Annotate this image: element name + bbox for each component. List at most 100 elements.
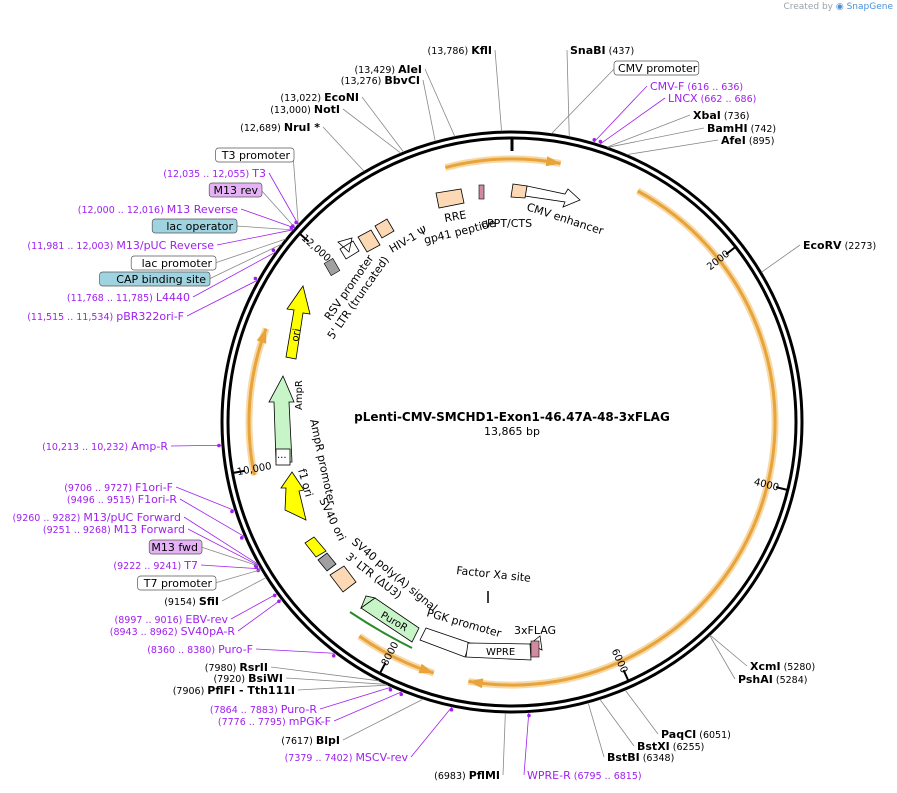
puror-feature xyxy=(360,595,420,643)
ltr3-feature xyxy=(329,565,357,593)
left-label-primer-mark-19 xyxy=(254,565,259,569)
left-label-leader-33 xyxy=(410,706,453,758)
left-label-text-17: (9496 .. 9515) F1ori-R xyxy=(67,493,177,506)
left-label-leader-0 xyxy=(424,68,456,137)
left-label-primer-mark-16 xyxy=(230,509,234,514)
left-label-group-0: (13,429) AleI xyxy=(354,63,422,76)
left-label-text-8: (12,000 .. 12,016) M13 Reverse xyxy=(78,203,238,216)
ampr-ellipsis-label: ... xyxy=(277,450,287,461)
rre-label: RRE xyxy=(443,208,467,225)
right-label-leader-2 xyxy=(551,67,616,134)
left-label-leader-23 xyxy=(221,577,267,602)
right-label-text-14: WPRE-R (6795 .. 6815) xyxy=(527,769,642,782)
left-label-leader-9 xyxy=(235,225,294,231)
left-label-primer-mark-15 xyxy=(217,443,221,448)
left-label-group-14: (11,515 .. 11,534) pBR322ori-F xyxy=(27,310,184,323)
wpre-label: WPRE xyxy=(486,647,515,658)
right-label-group-14: WPRE-R (6795 .. 6815) xyxy=(527,769,642,782)
ampr-feature xyxy=(268,375,295,463)
left-label-leader-4 xyxy=(322,126,365,172)
right-label-group-11: PaqCI (6051) xyxy=(661,728,731,741)
left-label-group-3: (13,000) NotI xyxy=(270,103,340,116)
wpre-feature xyxy=(465,642,532,661)
right-label-leader-1 xyxy=(566,49,570,137)
rre-feature xyxy=(435,188,465,209)
right-label-leader-10 xyxy=(709,635,736,680)
right-label-leader-7 xyxy=(626,139,719,156)
left-label-group-26: (8360 .. 8380) Puro-F xyxy=(147,643,253,656)
tick-mark-4 xyxy=(232,469,245,475)
tick-mark-1 xyxy=(775,486,788,491)
left-label-leader-32 xyxy=(342,698,424,741)
left-label-leader-27 xyxy=(270,666,380,682)
left-label-group-23: (9154) SfiI xyxy=(164,595,219,608)
snapgene-logo: ◉ SnapGene xyxy=(835,2,893,12)
cmv-enhancer-feature xyxy=(524,185,581,208)
right-label-group-9: XcmI (5280) xyxy=(750,660,815,673)
tick-mark-5 xyxy=(298,232,310,243)
left-label-group-5: T3 promoter xyxy=(215,147,295,163)
rsv-promoter-feature xyxy=(337,237,360,260)
orf-arc-3 xyxy=(247,328,268,476)
left-label-text-21: (9222 .. 9241) T7 xyxy=(113,559,198,572)
left-label-box-7 xyxy=(208,182,263,198)
left-label-group-27: (7980) RsrII xyxy=(205,661,268,674)
left-label-text-19: (9251 .. 9268) M13 Forward xyxy=(43,523,185,536)
left-label-leader-3 xyxy=(342,108,402,154)
left-label-group-22: T7 promoter xyxy=(137,575,217,591)
snapgene-credit: Created by ◉ SnapGene xyxy=(783,2,893,12)
orf-arrowhead-0 xyxy=(545,156,561,167)
ampr-label: AmpR xyxy=(294,380,305,410)
right-label-leader-14 xyxy=(523,712,530,776)
tick-mark-2 xyxy=(622,669,630,682)
left-label-leader-14 xyxy=(186,279,259,317)
left-label-leader-7 xyxy=(260,189,296,229)
left-label-text-5: T3 promoter xyxy=(221,149,291,162)
left-label-group-2: (13,022) EcoNI xyxy=(280,91,359,104)
tick-mark-0 xyxy=(725,246,737,256)
3xflag-feature xyxy=(530,640,540,658)
left-label-text-10: (11,981 .. 12,003) M13/pUC Reverse xyxy=(27,239,214,252)
inner-labels: CMV enhancer cPPT/CTS gp41 peptide RRE H… xyxy=(277,200,606,658)
left-label-text-32: (7617) BlpI xyxy=(281,734,340,747)
left-label-leader-11 xyxy=(214,238,286,264)
left-label-leader-2 xyxy=(361,96,404,153)
left-label-leader-18 xyxy=(183,516,259,565)
left-label-primer-mark-31 xyxy=(399,692,404,697)
left-label-text-27: (7980) RsrII xyxy=(205,661,268,674)
right-label-leader-9 xyxy=(709,634,748,667)
left-label-text-4: (12,689) NruI * xyxy=(240,121,320,134)
left-label-primer-mark-17 xyxy=(239,536,244,540)
f1-ori-feature xyxy=(280,471,307,521)
right-label-leader-4 xyxy=(599,97,666,145)
left-label-text-22: T7 promoter xyxy=(143,577,213,590)
right-label-group-2: CMV promoter xyxy=(613,60,700,76)
right-label-group-3: CMV-F (616 .. 636) xyxy=(650,80,743,93)
left-label-leader-31 xyxy=(333,691,403,722)
left-label-text-6: (12,035 .. 12,055) T3 xyxy=(163,167,266,180)
puror-orf-line xyxy=(349,611,413,649)
left-label-group-10: (11,981 .. 12,003) M13/pUC Reverse xyxy=(27,239,214,252)
left-label-leader-5 xyxy=(292,154,299,225)
left-label-leader-19 xyxy=(187,528,260,567)
left-label-group-9: lac operator xyxy=(151,218,238,234)
right-label-leader-0 xyxy=(494,49,502,132)
left-label-primer-mark-14 xyxy=(253,276,258,281)
left-label-group-30: (7864 .. 7883) Puro-R xyxy=(210,703,317,716)
right-label-text-9: XcmI (5280) xyxy=(750,660,815,673)
ltr5-peach-feature xyxy=(357,229,381,253)
cpptcts-label: cPPT/CTS xyxy=(481,217,532,230)
left-label-text-25: (8943 .. 8962) SV40pA-R xyxy=(110,625,236,638)
right-label-text-1: SnaBI (437) xyxy=(570,44,634,57)
right-label-text-11: PaqCI (6051) xyxy=(661,728,731,741)
left-label-leader-22 xyxy=(214,569,262,584)
left-label-group-20: M13 fwd xyxy=(148,539,203,555)
tick-label-5: 12,000 xyxy=(299,233,332,264)
factor-xa-label: Factor Xa site xyxy=(456,564,532,585)
left-label-leader-16 xyxy=(175,486,235,511)
sv40-ori-feature xyxy=(304,536,327,558)
left-label-group-8: (12,000 .. 12,016) M13 Reverse xyxy=(78,203,238,216)
orf-arc-halo-1 xyxy=(467,187,779,689)
pgk-promoter-feature xyxy=(419,627,471,658)
